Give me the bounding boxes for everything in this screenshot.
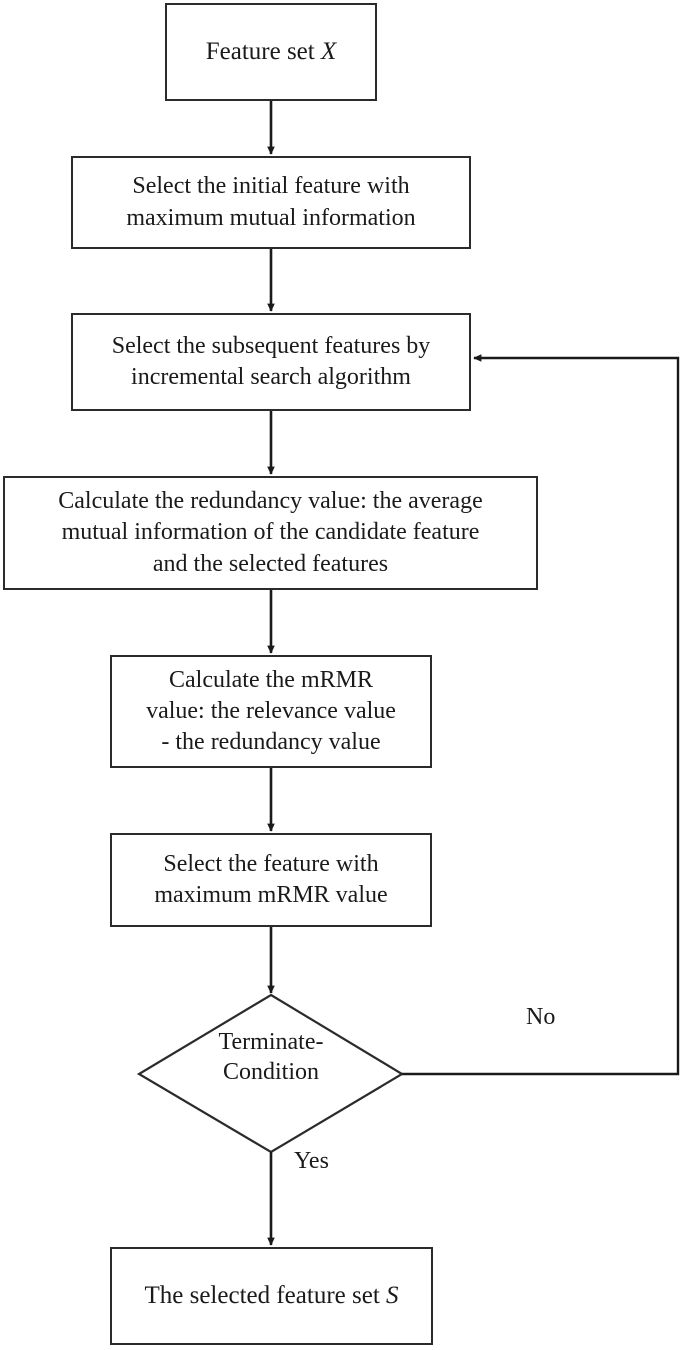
node-initial-feature-label: Select the initial feature with maximum …: [126, 173, 416, 231]
node-subsequent-features-label: Select the subsequent features by increm…: [111, 332, 431, 390]
edge-label-no: No: [526, 1004, 556, 1030]
node-start-label: Feature set X: [205, 37, 337, 65]
node-terminate-condition-label: Terminate- Condition: [218, 1029, 324, 1085]
node-mrmr-value[interactable]: Calculate the mRMR value: the relevance …: [110, 655, 432, 768]
node-select-max-label: Select the feature with maximum mRMR val…: [154, 850, 388, 908]
node-end-italic-var: S: [386, 1281, 399, 1309]
node-redundancy-label: Calculate the redundancy value: the aver…: [58, 488, 483, 577]
node-subsequent-features[interactable]: Select the subsequent features by increm…: [71, 313, 471, 411]
node-initial-feature[interactable]: Select the initial feature with maximum …: [71, 156, 471, 249]
node-end-label: The selected feature set S: [144, 1281, 399, 1309]
connector-no-feedback: [402, 354, 680, 1076]
edge-label-yes: Yes: [294, 1148, 329, 1174]
node-end[interactable]: The selected feature set S: [110, 1247, 433, 1345]
node-select-max[interactable]: Select the feature with maximum mRMR val…: [110, 833, 432, 927]
node-mrmr-value-label: Calculate the mRMR value: the relevance …: [146, 666, 396, 756]
node-start[interactable]: Feature set X: [165, 3, 377, 101]
node-redundancy[interactable]: Calculate the redundancy value: the aver…: [3, 476, 538, 590]
node-start-italic-var: X: [320, 37, 337, 65]
